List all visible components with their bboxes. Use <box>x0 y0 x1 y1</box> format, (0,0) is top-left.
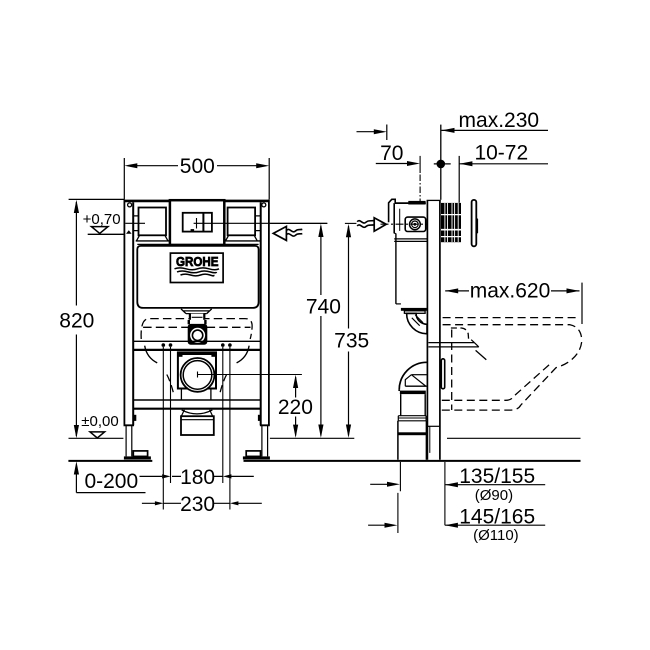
svg-text:(Ø110): (Ø110) <box>473 527 519 544</box>
svg-text:740: 740 <box>306 295 341 318</box>
svg-text:220: 220 <box>278 396 313 419</box>
svg-text:0-200: 0-200 <box>84 470 138 493</box>
svg-text:max.230: max.230 <box>459 109 540 132</box>
svg-text:70: 70 <box>380 142 403 165</box>
svg-text:135/155: 135/155 <box>459 465 535 488</box>
svg-text:+0,70: +0,70 <box>83 211 121 228</box>
svg-text:500: 500 <box>180 155 215 178</box>
svg-text:735: 735 <box>334 330 369 353</box>
svg-text:max.620: max.620 <box>470 279 551 302</box>
svg-text:820: 820 <box>59 310 94 333</box>
svg-text:180: 180 <box>180 466 215 489</box>
svg-text:±0,00: ±0,00 <box>81 413 118 430</box>
svg-text:(Ø90): (Ø90) <box>475 487 513 504</box>
svg-text:10-72: 10-72 <box>474 141 528 164</box>
svg-text:145/165: 145/165 <box>459 506 535 529</box>
svg-text:230: 230 <box>180 493 215 516</box>
svg-text:GROHE: GROHE <box>176 255 219 269</box>
